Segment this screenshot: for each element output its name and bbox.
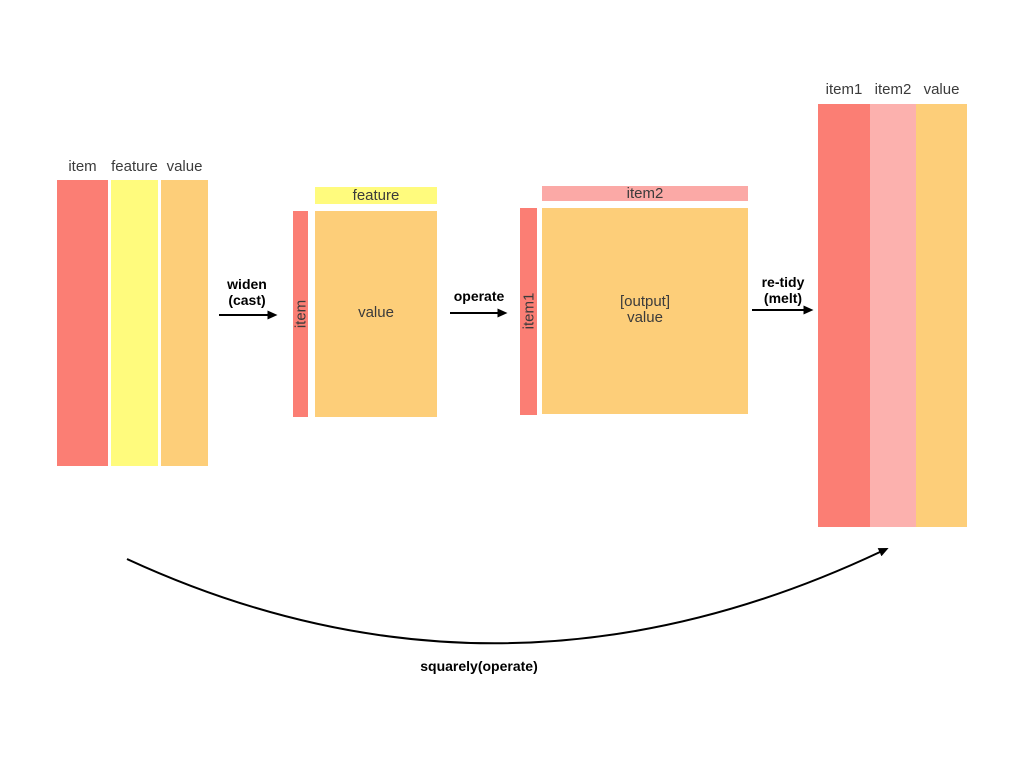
left-column-item	[57, 180, 108, 466]
wide-input-value-label: value	[358, 304, 394, 321]
left-header-item: item	[68, 158, 97, 175]
right-header-value: value	[923, 81, 960, 98]
right-column-item1	[818, 104, 870, 527]
wide-input-value-block	[315, 211, 437, 417]
left-column-value	[161, 180, 208, 466]
right-header-item1: item1	[825, 81, 863, 98]
wide-output-item1-bar	[520, 208, 537, 415]
wide-input-item-bar	[293, 211, 308, 417]
retidy-melt-label: re-tidy (melt)	[762, 274, 805, 306]
left-header-feature: feature	[111, 158, 158, 175]
wide-output-item2-bar	[542, 186, 748, 201]
squarely-operate-label: squarely(operate)	[420, 658, 538, 674]
squarely-operate-arrow	[126, 547, 889, 645]
right-header-item2: item2	[874, 81, 912, 98]
left-header-value: value	[166, 158, 203, 175]
wide-output-value-label: [output] value	[620, 294, 670, 326]
widen-cast-label: widen (cast)	[227, 276, 267, 308]
wide-output-item2-label: item2	[626, 185, 664, 202]
retidy-melt-label-line2: (melt)	[763, 290, 803, 306]
wide-output-value-line2: value	[627, 309, 663, 326]
retidy-melt-label-line1: re-tidy	[761, 274, 805, 290]
right-column-item2	[870, 104, 916, 527]
wide-input-feature-label: feature	[352, 187, 400, 204]
operate-label: operate	[453, 288, 505, 304]
widen-cast-label-line2: (cast)	[228, 292, 266, 308]
wide-output-value-block	[542, 208, 748, 414]
widen-cast-label-line1: widen	[227, 276, 267, 292]
wide-input-feature-bar	[315, 187, 437, 204]
wide-output-value-line1: [output]	[619, 293, 671, 310]
left-column-feature	[111, 180, 158, 466]
right-column-value	[916, 104, 967, 527]
